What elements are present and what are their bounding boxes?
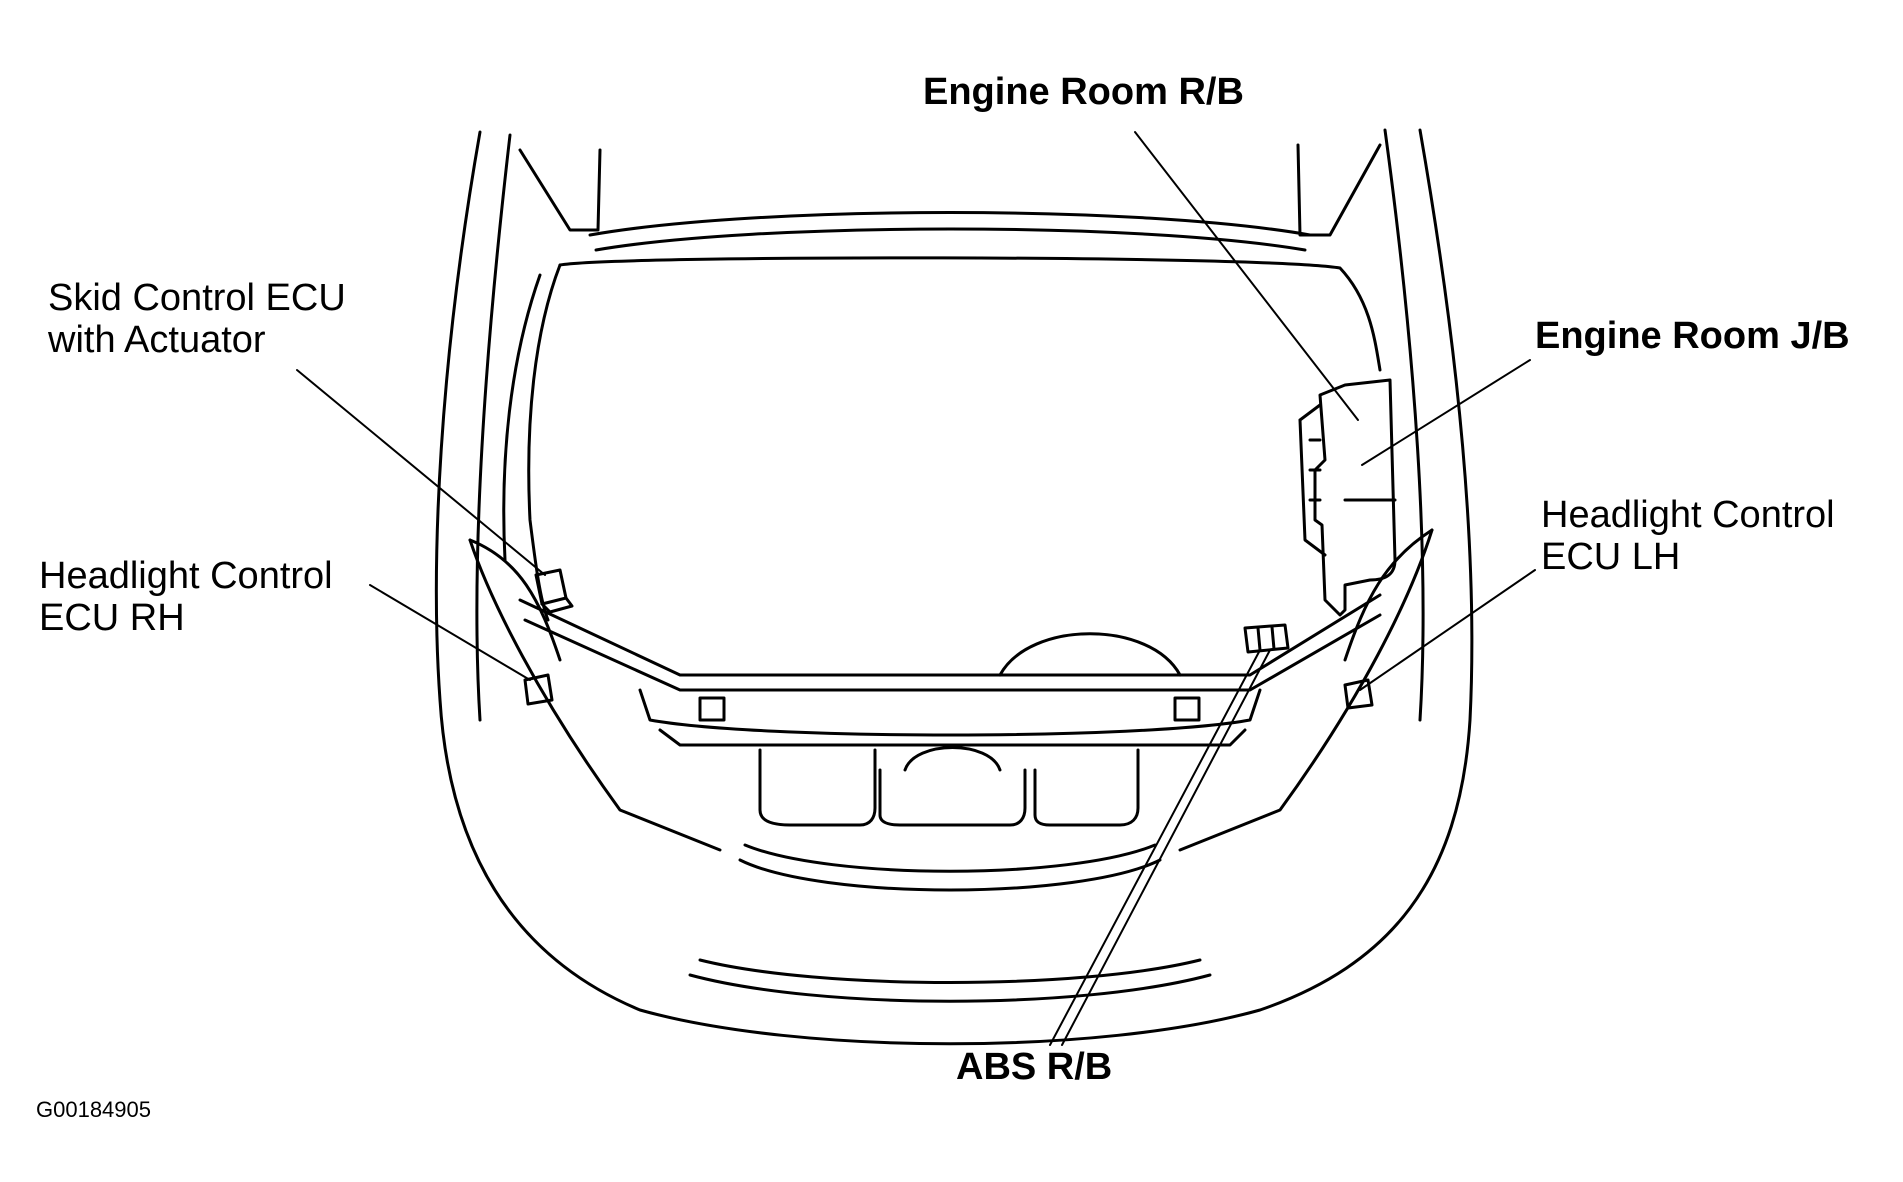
front-grille <box>688 746 1212 1003</box>
headlight-housings <box>468 528 1434 852</box>
component-headlight-ecu-lh <box>1343 678 1374 710</box>
label-headlight-lh-line1: Headlight Control <box>1541 494 1835 536</box>
leader-skid-control <box>296 369 546 576</box>
leader-abs-rb <box>1049 649 1261 1046</box>
leader-headlight-lh <box>1359 569 1536 691</box>
component-engine-room-jb <box>1298 378 1397 617</box>
leader-engine-room-jb <box>1361 359 1531 466</box>
leader-lines <box>296 131 1536 1046</box>
component-skid-control-ecu <box>534 568 574 614</box>
label-headlight-rh-line2: ECU RH <box>39 596 185 639</box>
label-skid-control-ecu: Skid Control ECU with Actuator <box>48 277 346 362</box>
component-abs-rb <box>1243 623 1290 654</box>
component-headlight-ecu-rh <box>523 673 554 706</box>
label-headlight-lh-line2: ECU LH <box>1541 535 1681 578</box>
label-headlight-control-ecu-rh: Headlight Control ECU RH <box>39 555 333 640</box>
label-skid-control-line1: Skid Control ECU <box>48 277 346 319</box>
label-engine-room-rb: Engine Room R/B <box>923 71 1244 113</box>
label-headlight-rh-line1: Headlight Control <box>39 555 333 597</box>
radiator-support <box>518 593 1382 747</box>
label-skid-control-line2: with Actuator <box>48 318 266 361</box>
leader-headlight-rh <box>369 584 531 681</box>
leader-engine-room-rb <box>1134 131 1359 421</box>
figure-code: G00184905 <box>36 1097 151 1122</box>
label-abs-rb: ABS R/B <box>956 1046 1113 1088</box>
label-headlight-control-ecu-lh: Headlight Control ECU LH <box>1541 494 1835 579</box>
engine-bay-outline <box>502 256 1382 622</box>
car-body-outline <box>434 128 1474 1046</box>
label-engine-room-jb: Engine Room J/B <box>1535 315 1850 357</box>
